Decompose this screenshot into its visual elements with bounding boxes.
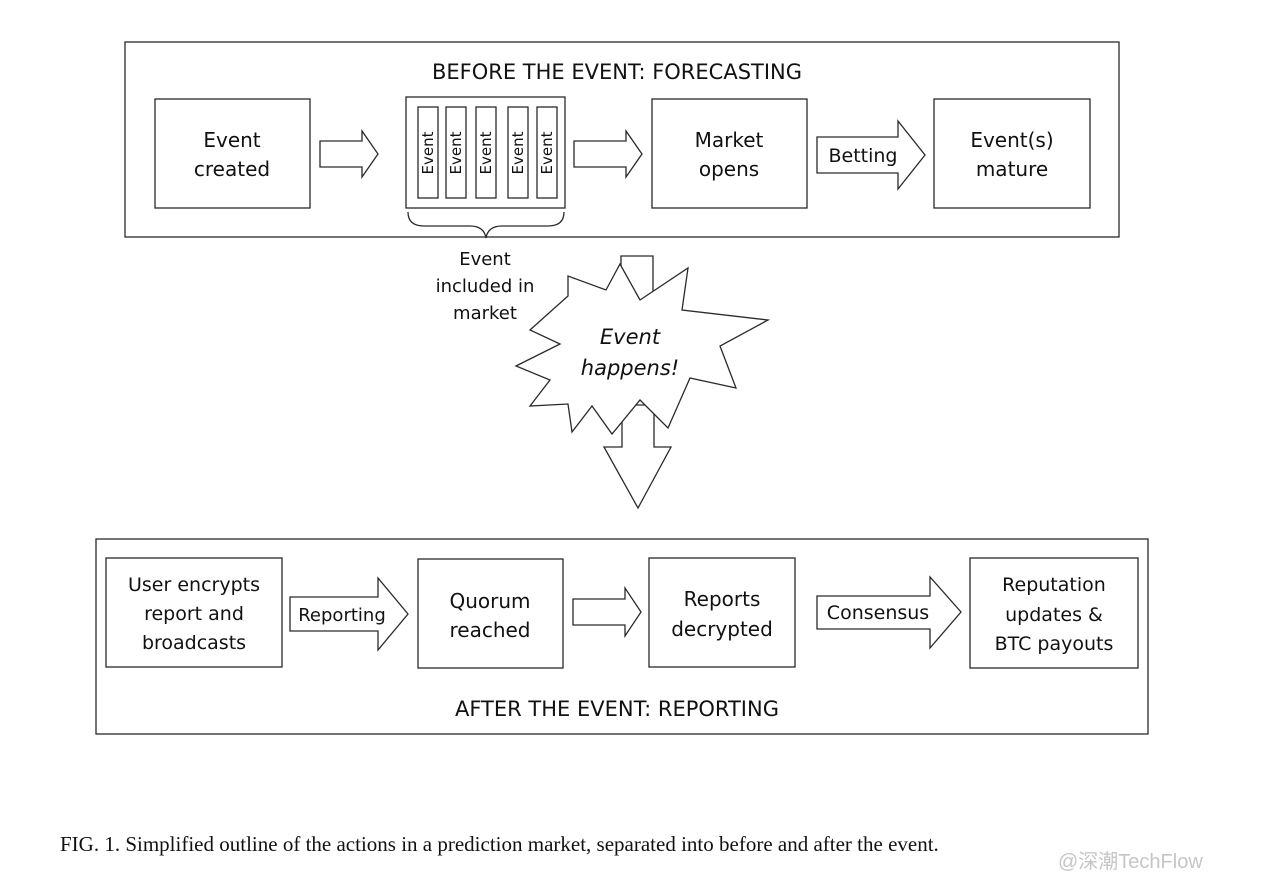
user-encrypts-line-3: broadcasts [142,632,246,654]
after-section-frame [95,538,1149,735]
event-card-2 [445,106,467,199]
event-card-2-label: Event [447,131,465,174]
reporting-label: Reporting [298,605,386,626]
reputation-line-3: BTC payouts [995,633,1114,655]
event-burst-icon [514,262,771,436]
market-opens-line-1: Market [695,128,764,152]
before-section-frame [124,41,1120,238]
reports-decrypted-line-2: decrypted [671,617,773,641]
quorum-line-1: Quorum [449,589,530,613]
events-mature-line-1: Event(s) [970,128,1053,152]
arrow-events-to-market [573,128,643,180]
reputation-box [969,557,1139,669]
brace-icon [407,211,565,239]
reports-decrypted-line-1: Reports [684,587,761,611]
event-card-group: Event Event Event Event Event [417,106,558,199]
consensus-label: Consensus [827,602,929,624]
quorum-line-2: reached [449,618,530,642]
consensus-arrow [816,575,962,650]
event-burst-line-2: happens! [581,356,679,380]
event-created-line-2: created [194,157,270,181]
market-opens-line-2: opens [699,157,759,181]
betting-label: Betting [828,145,897,167]
reputation-line-2: updates & [1005,604,1103,626]
user-encrypts-line-2: report and [144,603,244,625]
after-section-title: AFTER THE EVENT: REPORTING [455,697,779,721]
events-mature-line-2: mature [976,157,1048,181]
betting-arrow [816,119,926,191]
event-card-1-label: Event [419,131,437,174]
brace-label-line-2: included in [436,276,535,297]
event-card-1 [417,106,439,199]
arrow-created-to-events [319,128,379,180]
quorum-box [417,558,564,669]
event-card-4-label: Event [509,131,527,174]
arrow-quorum-to-decrypted [572,585,642,639]
event-card-3 [475,106,497,199]
reporting-arrow [289,576,409,652]
before-section-title: BEFORE THE EVENT: FORECASTING [432,60,802,84]
event-card-3-label: Event [477,131,495,174]
event-card-5-label: Event [538,131,556,174]
reports-decrypted-box [648,557,796,668]
watermark: @深潮TechFlow [1058,851,1203,873]
event-card-5 [536,106,558,199]
event-created-line-1: Event [203,128,260,152]
user-encrypts-line-1: User encrypts [128,574,260,596]
event-created-box [154,98,311,209]
figure-caption: FIG. 1. Simplified outline of the action… [60,832,939,856]
brace-label-line-1: Event [459,249,511,270]
event-burst-line-1: Event [600,325,661,349]
events-mature-box [933,98,1091,209]
reputation-line-1: Reputation [1002,574,1106,596]
event-card-4 [507,106,529,199]
market-opens-box [651,98,808,209]
brace-label-line-3: market [453,303,517,324]
user-encrypts-box [105,557,283,668]
